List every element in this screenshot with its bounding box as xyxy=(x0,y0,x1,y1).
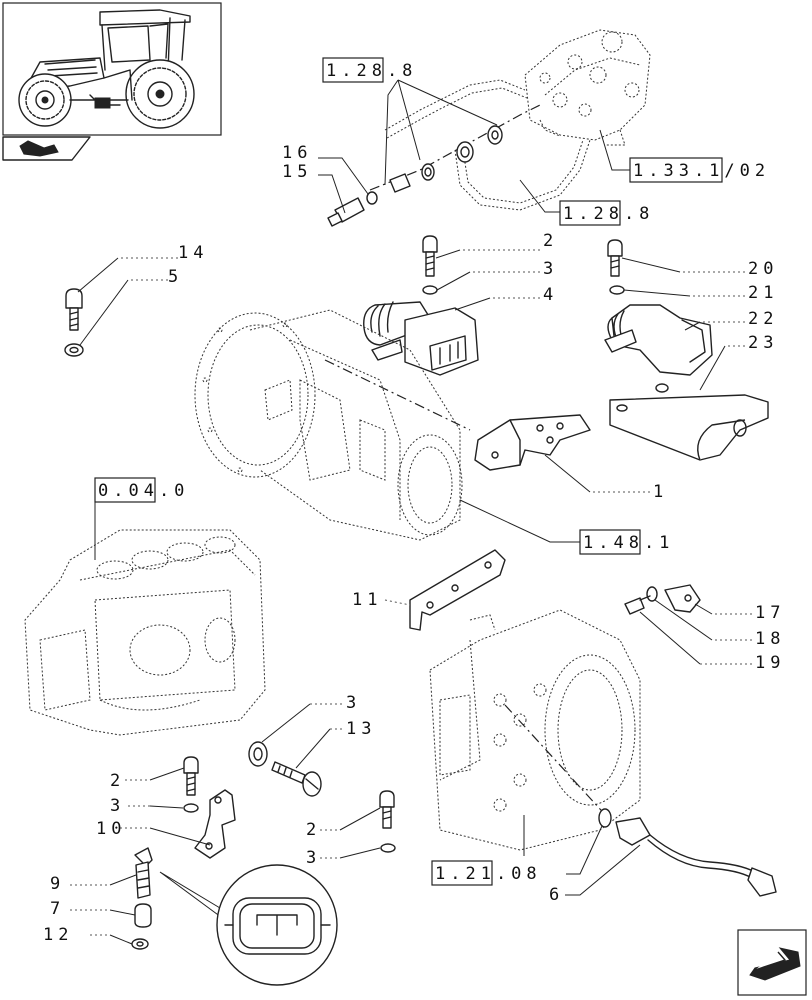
bolt-14 xyxy=(64,288,84,357)
callout-2: 2 xyxy=(543,231,558,251)
bolt-13 xyxy=(271,761,322,797)
callout-17: 17 xyxy=(755,603,785,623)
callout-labels: 16 15 14 5 2 3 4 20 21 22 23 1 11 17 18 … xyxy=(43,143,785,945)
callout-2: 2 xyxy=(306,820,321,840)
bolt-2-left xyxy=(183,756,199,813)
rear-housing-ghost xyxy=(429,609,641,851)
callout-12: 12 xyxy=(43,925,73,945)
callout-15: 15 xyxy=(282,162,312,182)
ref-label: 1.28.8 xyxy=(326,61,417,81)
bolt-20 xyxy=(607,239,625,295)
sensor-9 xyxy=(131,847,153,950)
ref-box-3[interactable]: 1.28.8 xyxy=(559,200,654,226)
callout-14: 14 xyxy=(178,243,208,263)
bracket-10 xyxy=(194,789,236,859)
callout-3: 3 xyxy=(543,259,558,279)
ref-box-4[interactable]: 0.04.0 xyxy=(94,477,189,503)
plate-17 xyxy=(664,584,701,613)
callout-11: 11 xyxy=(352,590,382,610)
callout-20: 20 xyxy=(748,259,778,279)
callout-23: 23 xyxy=(748,333,778,353)
callout-2: 2 xyxy=(110,771,125,791)
ref-box-2[interactable]: 1.33.1/02 xyxy=(629,157,770,183)
callout-18: 18 xyxy=(755,629,785,649)
next-page-arrow-icon[interactable] xyxy=(737,929,807,996)
ref-label: 0.04.0 xyxy=(98,481,189,501)
ref-box-6[interactable]: 1.21.08 xyxy=(431,860,542,886)
callout-16: 16 xyxy=(282,143,312,163)
callout-19: 19 xyxy=(755,653,785,673)
callout-21: 21 xyxy=(748,283,778,303)
engine-block-ghost xyxy=(24,529,266,736)
callout-5: 5 xyxy=(168,267,183,287)
callout-4: 4 xyxy=(543,285,558,305)
callout-3: 3 xyxy=(110,796,125,816)
bolt-2-top xyxy=(422,235,438,295)
ref-label: 1.21.08 xyxy=(435,864,542,884)
callout-6: 6 xyxy=(549,885,564,905)
sensor-6 xyxy=(598,808,777,897)
callout-22: 22 xyxy=(748,309,778,329)
bolt-2-right xyxy=(379,790,396,853)
tractor-thumbnail-icon[interactable] xyxy=(2,2,222,136)
bolt-19 xyxy=(624,595,651,615)
transmission-housing-ghost xyxy=(194,309,471,541)
callout-3: 3 xyxy=(306,848,321,868)
spacer-3 xyxy=(248,741,268,767)
valve-block-ghost xyxy=(384,29,651,211)
bracket-23 xyxy=(609,383,769,461)
solenoid-4 xyxy=(363,301,479,376)
connector-detail xyxy=(159,864,338,986)
ref-box-5[interactable]: 1.48.1 xyxy=(579,529,674,555)
callout-3: 3 xyxy=(346,693,361,713)
bracket-1 xyxy=(474,414,591,471)
callout-9: 9 xyxy=(50,874,65,894)
ref-box-1[interactable]: 1.28.8 xyxy=(322,57,417,83)
ref-label: 1.28.8 xyxy=(563,204,654,224)
washer-18 xyxy=(646,586,658,602)
ref-label: 1.33.1/02 xyxy=(633,161,770,181)
leader-lines xyxy=(70,79,752,945)
callout-1: 1 xyxy=(653,482,668,502)
section-book-icon[interactable] xyxy=(2,136,91,161)
callout-7: 7 xyxy=(50,899,65,919)
callout-13: 13 xyxy=(346,719,376,739)
ref-label: 1.48.1 xyxy=(583,533,674,553)
bracket-11 xyxy=(409,549,506,631)
callout-10: 10 xyxy=(96,819,126,839)
valve-fittings xyxy=(327,104,541,227)
sensor-22 xyxy=(604,304,713,376)
